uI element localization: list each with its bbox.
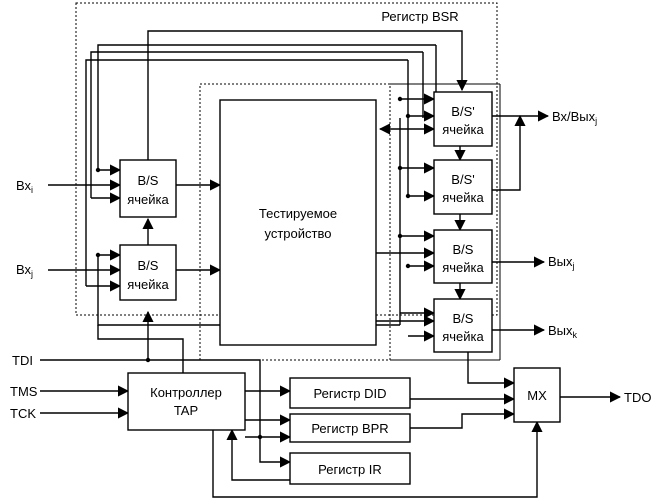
bs-cell-input-j xyxy=(119,244,177,301)
input-j-label: Вхj xyxy=(16,262,33,279)
tap-controller-box xyxy=(127,372,246,431)
output-j-label: Выхj xyxy=(548,254,575,271)
bsr-register-label: Регистр BSR xyxy=(381,9,458,24)
register-ir-label: Регистр IR xyxy=(318,462,382,477)
bs-cell-out-k xyxy=(433,298,493,353)
bs-cell-label: ячейка xyxy=(127,277,169,292)
mx-label: MX xyxy=(527,388,547,403)
bsr-register-outline xyxy=(75,2,498,316)
mx-box xyxy=(513,367,561,423)
bsp-cell-label: B/S' xyxy=(451,172,474,187)
bs-cell-out-j xyxy=(433,229,493,284)
bs-cell-label: B/S xyxy=(138,258,159,273)
output-cells-outline xyxy=(389,83,501,361)
wiring xyxy=(40,30,622,498)
bsp-cell-label: ячейка xyxy=(442,122,484,137)
bsp-cell-label: B/S' xyxy=(451,104,474,119)
bs-cell-label: B/S xyxy=(453,311,474,326)
bsp-cell-label: ячейка xyxy=(442,190,484,205)
tap-controller-label: TAP xyxy=(174,403,198,418)
junction-dots xyxy=(95,96,411,440)
register-did-label: Регистр DID xyxy=(313,386,386,401)
bsp-cell-1 xyxy=(433,91,493,147)
bs-cell-label: B/S xyxy=(453,242,474,257)
device-under-test-box xyxy=(219,99,377,346)
register-did-box xyxy=(289,377,411,409)
register-bpr-box xyxy=(289,413,411,443)
bs-cell-input-i xyxy=(119,159,177,218)
tms-label: TMS xyxy=(10,384,38,399)
output-k-label: Выхk xyxy=(548,323,578,340)
bs-cell-label: ячейка xyxy=(442,329,484,344)
tap-controller-label: Контроллер xyxy=(150,385,222,400)
tdo-label: TDO xyxy=(624,390,651,405)
tdi-label: TDI xyxy=(12,353,33,368)
tck-label: TCK xyxy=(10,406,36,421)
bs-cell-label: ячейка xyxy=(442,260,484,275)
bs-cell-label: B/S xyxy=(138,173,159,188)
dut-label-line2: устройство xyxy=(265,226,332,241)
bsp-cell-2 xyxy=(433,159,493,215)
bs-cell-label: ячейка xyxy=(127,192,169,207)
inout-j-label: Вх/Выхj xyxy=(552,109,597,126)
input-i-label: Вхi xyxy=(16,178,33,195)
register-bpr-label: Регистр BPR xyxy=(311,421,388,436)
dut-label-line1: Тестируемое xyxy=(259,206,337,221)
register-ir-box xyxy=(289,452,411,485)
